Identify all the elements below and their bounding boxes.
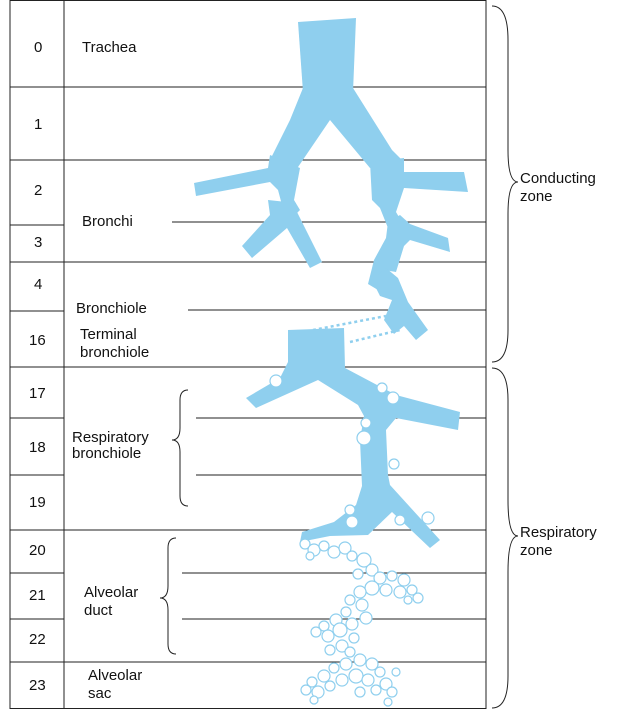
generation-number: 22 xyxy=(29,631,46,648)
label-respiratory-line2: bronchiole xyxy=(72,446,149,462)
zone-conducting-line1: Conducting xyxy=(520,170,596,188)
left-sub-bronchi-shape xyxy=(242,200,322,268)
label-duct-line1: Alveolar xyxy=(84,584,138,602)
zone-label-conducting: Conducting zone xyxy=(520,170,596,206)
zone-respiratory-line2: zone xyxy=(520,542,597,560)
generation-number: 1 xyxy=(34,116,42,133)
label-duct-line2: duct xyxy=(84,602,138,620)
zone-label-respiratory: Respiratory zone xyxy=(520,524,597,560)
right-bronchus-shape xyxy=(370,158,468,228)
generation-number: 17 xyxy=(29,385,46,402)
generation-number: 23 xyxy=(29,677,46,694)
generation-number: 4 xyxy=(34,276,42,293)
bronchiole-shape xyxy=(372,268,428,340)
conducting-airway-tree xyxy=(194,18,468,340)
label-terminal-bronchiole: Terminal bronchiole xyxy=(80,326,149,362)
label-bronchi: Bronchi xyxy=(82,213,137,230)
label-sac-line2: sac xyxy=(88,685,142,703)
label-sac-line1: Alveolar xyxy=(88,667,142,685)
label-terminal-line1: Terminal xyxy=(80,326,149,344)
label-alveolar-sac: Alveolar sac xyxy=(88,667,142,703)
generation-number: 3 xyxy=(34,234,42,251)
generation-number: 20 xyxy=(29,542,46,559)
label-bronchiole: Bronchiole xyxy=(76,300,151,317)
label-respiratory-bronchiole: Respiratory bronchiole xyxy=(72,430,149,462)
label-respiratory-line1: Respiratory xyxy=(72,430,149,446)
label-trachea: Trachea xyxy=(82,39,136,56)
generation-number: 2 xyxy=(34,182,42,199)
trachea-shape xyxy=(298,18,356,92)
label-terminal-line2: bronchiole xyxy=(80,344,149,362)
label-alveolar-duct: Alveolar duct xyxy=(84,584,138,620)
generation-number: 0 xyxy=(34,39,42,56)
generation-number: 19 xyxy=(29,494,46,511)
generation-number: 16 xyxy=(29,332,46,349)
zone-respiratory-line1: Respiratory xyxy=(520,524,597,542)
alveolar-clusters xyxy=(300,539,423,706)
conducting-zone-brace xyxy=(492,6,518,362)
main-bronchi-shape xyxy=(270,88,402,170)
generation-number: 21 xyxy=(29,587,46,604)
respiratory-bronchiole-brace xyxy=(172,390,188,506)
zone-conducting-line2: zone xyxy=(520,188,596,206)
respiratory-zone-brace xyxy=(492,368,518,708)
generation-number: 18 xyxy=(29,439,46,456)
alveolar-duct-brace xyxy=(160,538,176,654)
